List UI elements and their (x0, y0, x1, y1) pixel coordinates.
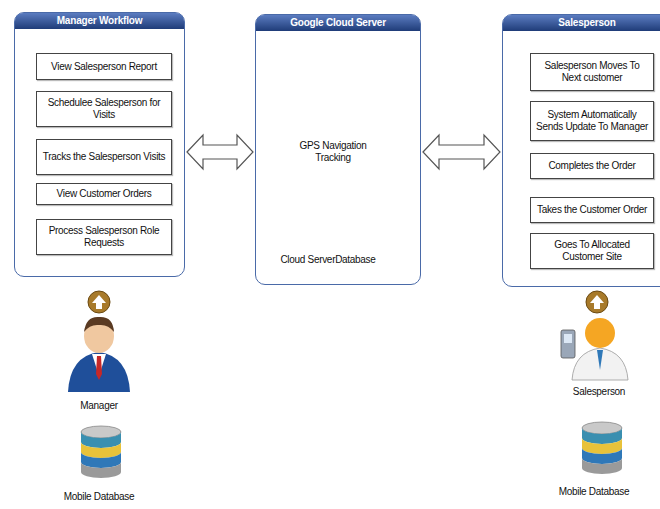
box-label: System Automatically Sends Update To Man… (535, 109, 649, 133)
upload-icon (88, 291, 110, 313)
double-arrow (187, 135, 253, 169)
icon-caption: Cloud ServerDatabase (276, 254, 380, 266)
icon-caption: Mobile Database (534, 486, 654, 498)
box-label: View Salesperson Report (51, 61, 157, 73)
panel-title: Salesperson (503, 15, 660, 31)
process-box: Schedulee Salesperson for Visits (36, 91, 172, 127)
upload-icon (586, 291, 608, 313)
icon-caption: Manager (54, 400, 144, 412)
process-box: Completes the Order (530, 153, 654, 179)
process-box: System Automatically Sends Update To Man… (530, 101, 654, 141)
panel-title: Google Cloud Server (256, 15, 420, 31)
box-label: View Customer Orders (57, 188, 152, 200)
manager-person-icon (68, 317, 130, 392)
box-label: Process Salesperson Role Requests (41, 225, 167, 249)
process-box: Takes the Customer Order (530, 197, 654, 223)
process-box: View Salesperson Report (36, 53, 172, 80)
double-arrow (423, 135, 500, 169)
process-box: View Customer Orders (36, 183, 172, 205)
box-label: Completes the Order (548, 160, 635, 172)
panel-title: Manager Workflow (15, 13, 184, 29)
process-box: Process Salesperson Role Requests (36, 219, 172, 255)
box-label: Tracks the Salesperson Visits (43, 151, 165, 163)
box-label: Salesperson Moves To Next customer (535, 60, 649, 84)
database-icon (81, 426, 121, 478)
icon-caption: GPS Navigation Tracking (283, 140, 383, 164)
salesperson-person-icon (561, 318, 628, 380)
process-box: Salesperson Moves To Next customer (530, 53, 654, 91)
process-box: Tracks the Salesperson Visits (36, 139, 172, 175)
process-box: Goes To Allocated Customer Site (530, 233, 654, 269)
icon-caption: Salesperson (552, 386, 646, 398)
box-label: Takes the Customer Order (537, 204, 647, 216)
swimlane-panel: SalespersonSalesperson Moves To Next cus… (502, 14, 660, 287)
box-label: Schedulee Salesperson for Visits (41, 97, 167, 121)
swimlane-panel: Manager WorkflowView Salesperson ReportS… (14, 12, 185, 277)
box-label: Goes To Allocated Customer Site (535, 239, 649, 263)
icon-caption: Mobile Database (34, 491, 164, 503)
database-icon (582, 422, 622, 474)
